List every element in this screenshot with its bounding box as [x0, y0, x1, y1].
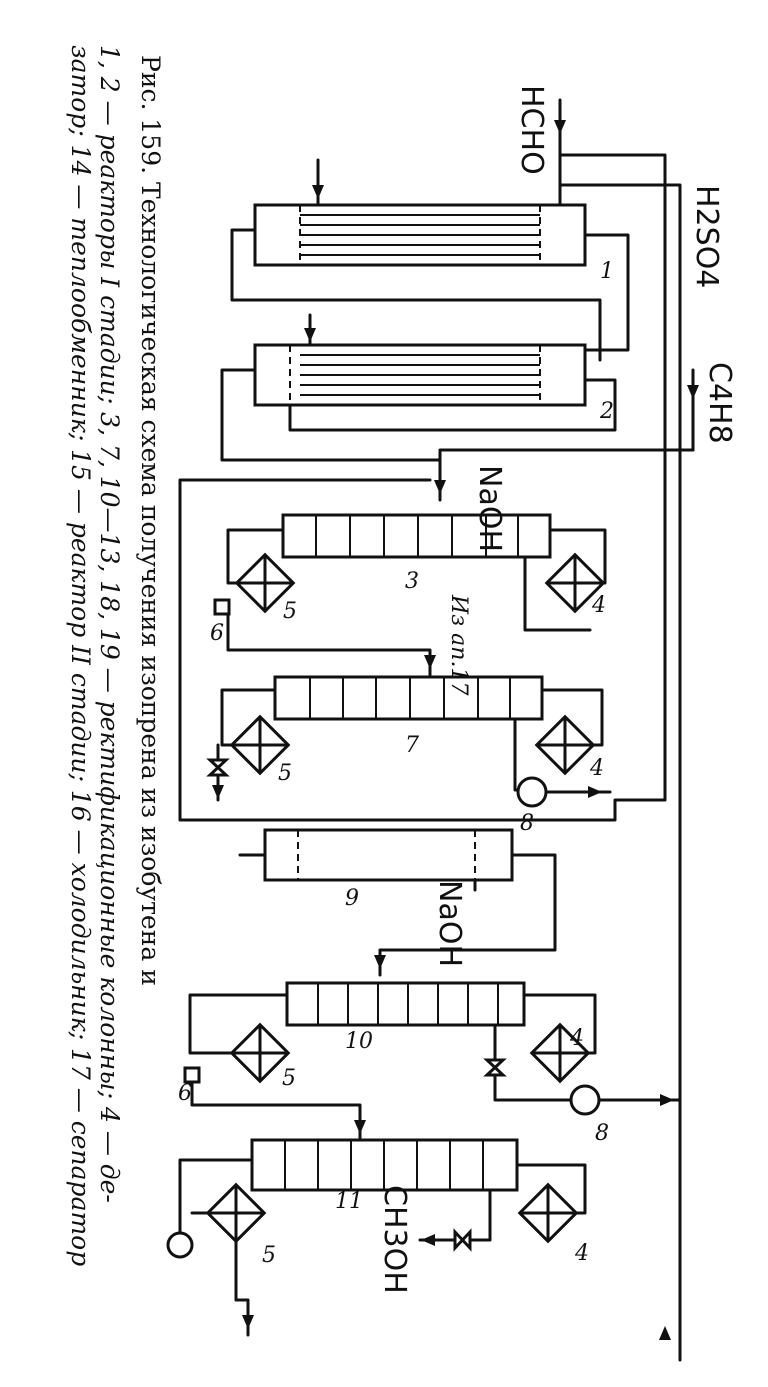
reboiler-3-number: 4: [591, 593, 606, 618]
column-10-number: 10: [345, 1029, 373, 1054]
c4h8-label: C4H8: [702, 362, 737, 444]
stream-labels: HCHO H2SO4 C4H8 NaOH NaOH CH3OH Из ап.17: [377, 85, 737, 1294]
hcho-label: HCHO: [514, 85, 549, 175]
reboiler-7-number: 4: [589, 756, 604, 781]
column-10: 10 4 5 6 8: [178, 981, 682, 1146]
reactor-1: 1: [230, 158, 630, 362]
column-3-number: 3: [405, 569, 419, 594]
washer-9: 9: [238, 828, 557, 977]
from-separator-label: Из ап.17: [446, 594, 471, 695]
reactor-2-number: 2: [599, 399, 614, 424]
condenser-10-number: 5: [282, 1066, 296, 1091]
pump-11: [166, 1231, 194, 1259]
valve-11: [453, 1228, 472, 1252]
figure-caption: Рис. 159. Технологическая схема получени…: [66, 45, 165, 1266]
reboiler-11-number: 4: [574, 1241, 589, 1266]
caption-title: Рис. 159. Технологическая схема получени…: [136, 55, 165, 986]
reactor-1-number: 1: [600, 259, 614, 284]
pump-7-number: 8: [520, 811, 534, 836]
naoh-label-1: NaOH: [472, 465, 507, 552]
reboiler-10-number: 4: [569, 1026, 584, 1051]
valve-3: [213, 598, 231, 616]
valve-10b: [483, 1058, 507, 1077]
naoh-label-2: NaOH: [432, 880, 467, 967]
valve-10: [183, 1066, 201, 1084]
pump-10: [569, 1084, 601, 1116]
pump-7: [516, 776, 548, 808]
condenser-11-number: 5: [262, 1243, 276, 1268]
h2so4-label: H2SO4: [689, 185, 724, 288]
valve-3-number: 6: [210, 621, 224, 646]
column-11-number: 11: [335, 1189, 363, 1214]
reactor-2: 2: [220, 313, 617, 462]
ch3oh-label: CH3OH: [377, 1185, 412, 1294]
caption-line-2: затор; 14 — теплообменник; 15 — реактор …: [66, 45, 95, 1266]
recycle-line: [178, 153, 667, 822]
condenser-7-number: 5: [278, 761, 292, 786]
pump-10-number: 8: [595, 1121, 609, 1146]
condenser-3-number: 5: [283, 599, 297, 624]
valve-10-number: 6: [178, 1081, 192, 1106]
column-7: 7 4 5 8: [206, 675, 612, 836]
h2so4-line: [558, 183, 682, 1362]
washer-9-number: 9: [345, 886, 359, 911]
valve-7: [206, 758, 230, 777]
caption-line-1: 1, 2 — реакторы I стадии; 3, 7, 10—13, 1…: [95, 45, 124, 1203]
column-3: 3 4 5 6: [210, 513, 607, 677]
column-7-number: 7: [405, 733, 419, 758]
column-11: 11 4 5: [166, 1138, 589, 1337]
